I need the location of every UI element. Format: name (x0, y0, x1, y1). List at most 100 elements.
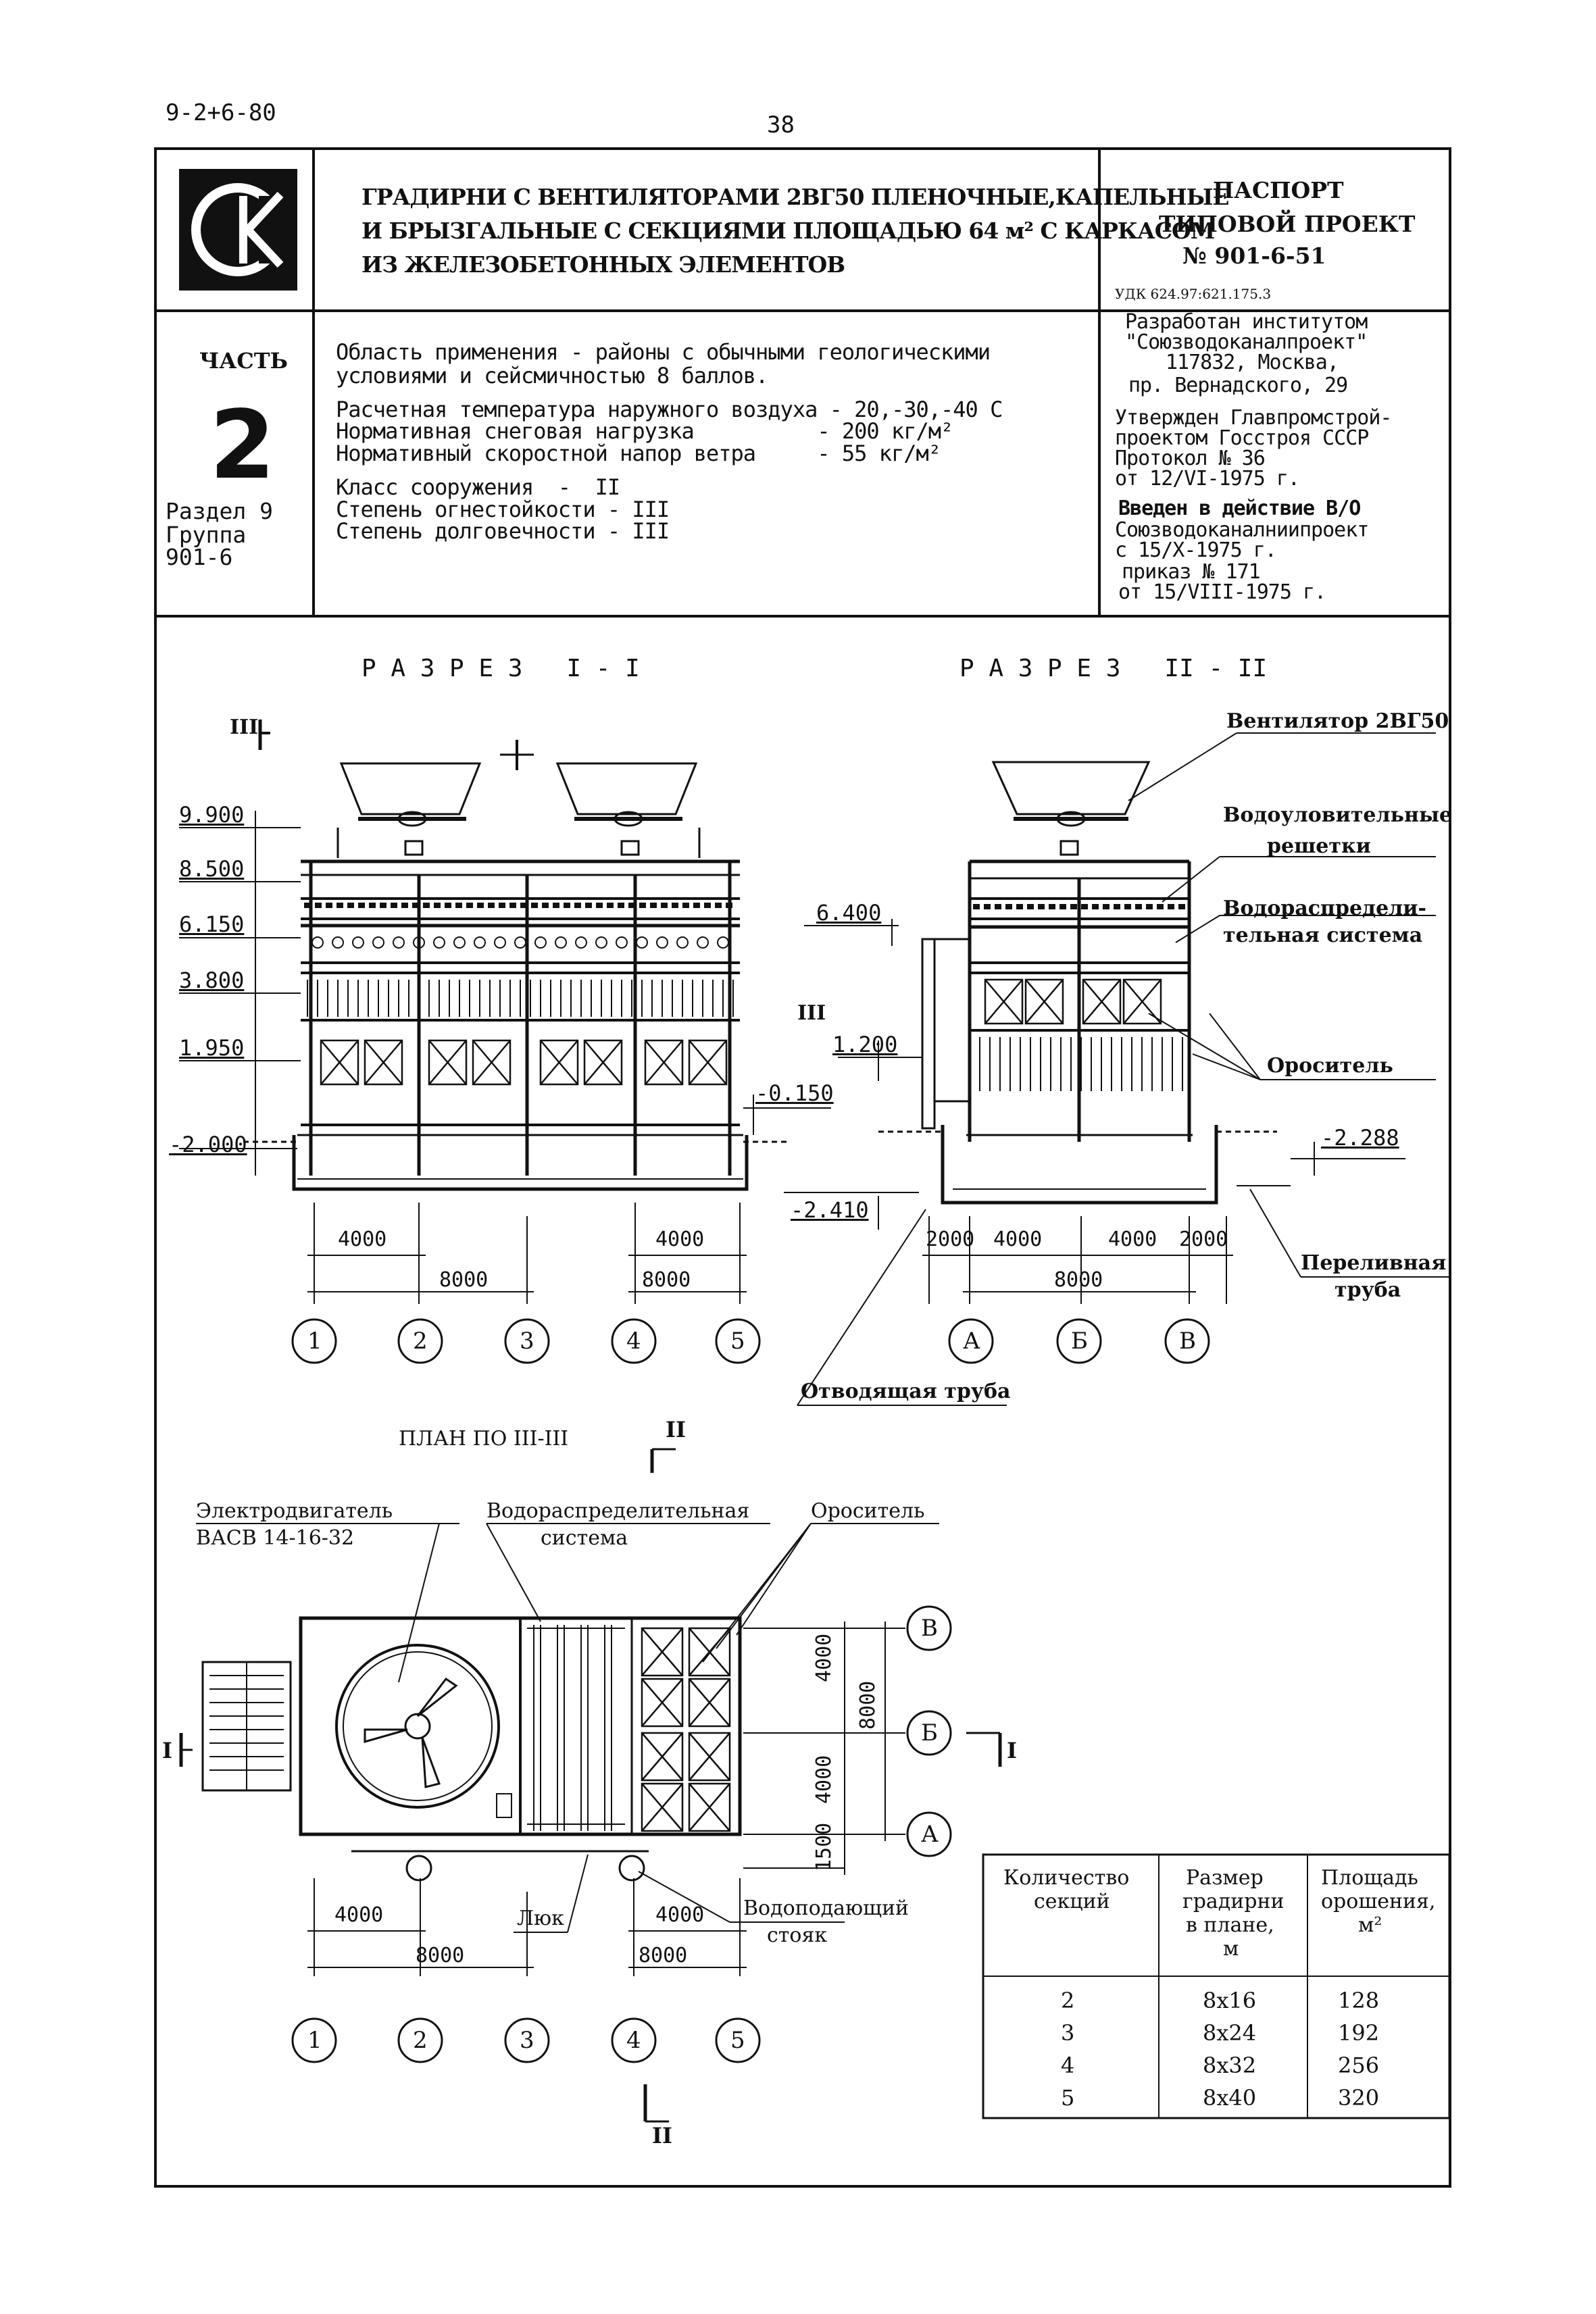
table-row-1-area: 128 (1338, 1988, 1380, 2013)
dim-2000-s2-right: 2000 (1179, 1228, 1228, 1251)
axis-5-plan: 5 (730, 2027, 745, 2054)
section-line-1: Раздел 9 (166, 498, 273, 524)
passport-number: № 901-6-51 (1182, 243, 1326, 269)
axis-5-s1: 5 (730, 1328, 745, 1355)
sections-table (982, 1853, 1451, 2119)
dim-4000-plan-right: 4000 (655, 1903, 705, 1927)
dim-8000-s2: 8000 (1054, 1268, 1103, 1292)
document-code: 9-2+6-80 (166, 99, 276, 126)
callout-drift-2: решетки (1267, 834, 1371, 858)
table-row-3-area: 256 (1338, 2053, 1380, 2078)
dim-4000-plan-vertical-bottom: 4000 (812, 1755, 836, 1804)
org-line-4: пр. Вернадского, 29 (1128, 374, 1348, 397)
dim-8000-plan-vertical: 8000 (856, 1680, 880, 1730)
callout-plan-fill: Ороситель (811, 1499, 925, 1523)
axis-b-plan: Б (921, 1719, 938, 1746)
dim-8000-s1-right: 8000 (642, 1268, 691, 1292)
table-row-1-count: 2 (1061, 1988, 1075, 2013)
title-line-2: И БРЫЗГАЛЬНЫЕ С СЕКЦИЯМИ ПЛОЩАДЬЮ 64 м² … (361, 218, 1215, 244)
title-block-divider-v1 (312, 147, 315, 616)
org-line-8: от 12/VI-1975 г. (1115, 467, 1300, 491)
dim-8000-plan-right: 8000 (639, 1944, 688, 1967)
table-row-1-size: 8х16 (1203, 1988, 1257, 2013)
sheet-frame (154, 147, 1451, 2188)
table-row-2-size: 8х24 (1203, 2020, 1257, 2046)
callout-hatch: Люк (517, 1907, 564, 1930)
table-header-size-2: градирни (1182, 1890, 1285, 1913)
axis-1-s1: 1 (307, 1328, 322, 1355)
section-line-2: Группа (166, 522, 247, 548)
cut-label-iii-top: III (230, 715, 259, 739)
level-9900: 9.900 (179, 802, 245, 828)
callout-drift-1: Водоуловительные (1223, 803, 1453, 827)
table-row-3-count: 4 (1061, 2053, 1075, 2078)
cut-label-ii-bottom: II (652, 2123, 672, 2148)
section-2-title: Р А З Р Е З II - II (959, 655, 1268, 682)
callout-fan: Вентилятор 2ВГ50 (1226, 709, 1449, 733)
level-8500: 8.500 (179, 856, 245, 882)
level-minus-0150: -0.150 (755, 1080, 834, 1106)
org-line-12: приказ № 171 (1122, 560, 1261, 584)
level-6400: 6.400 (816, 900, 882, 926)
passport-type: ТИПОВОЙ ПРОЕКТ (1159, 211, 1416, 237)
org-line-11: с 15/Х-1975 г. (1115, 538, 1277, 562)
axis-v-plan: В (921, 1615, 938, 1642)
section-2-2-drawing (784, 732, 1449, 1406)
cut-label-i-right: I (1007, 1738, 1017, 1763)
spec-line-1: Область применения - районы с обычными г… (336, 339, 991, 365)
table-header-size-3: в плане, (1186, 1913, 1274, 1937)
dim-8000-s1-left: 8000 (439, 1268, 489, 1292)
callout-overflow-1: Переливная (1301, 1251, 1447, 1275)
table-header-count-2: секций (1034, 1890, 1110, 1913)
callout-drain-pipe: Отводящая труба (801, 1380, 1011, 1403)
dim-4000-plan-left: 4000 (334, 1903, 384, 1927)
dim-1500-plan-vertical: 1500 (812, 1822, 836, 1871)
spec-line-5: Нормативный скоростной напор ветра - 55 … (336, 441, 941, 466)
level-minus-2288: -2.288 (1321, 1125, 1399, 1151)
section-1-title: Р А З Р Е З I - I (361, 655, 640, 682)
org-line-7: Протокол № 36 (1115, 447, 1266, 470)
level-1200: 1.200 (832, 1032, 898, 1057)
callout-motor-1: Электродвигатель (196, 1499, 393, 1523)
level-minus-2000: -2.000 (169, 1132, 247, 1157)
axis-3-plan: 3 (520, 2027, 534, 2054)
table-row-3-size: 8х32 (1203, 2053, 1257, 2078)
dim-4000-s1-right: 4000 (655, 1228, 705, 1251)
table-row-2-area: 192 (1338, 2020, 1380, 2046)
org-line-13: от 15/VIII-1975 г. (1118, 580, 1326, 604)
passport-title: ПАСПОРТ (1213, 177, 1344, 203)
cut-label-ii-top: II (666, 1417, 686, 1442)
org-line-10: Союзводоканалниипроект (1115, 518, 1369, 542)
table-row-4-size: 8х40 (1203, 2085, 1257, 2111)
table-header-size-4: м (1223, 1937, 1239, 1961)
level-1950: 1.950 (179, 1035, 245, 1061)
axis-4-s1: 4 (626, 1328, 641, 1355)
udk-code: УДК 624.97:621.175.3 (1115, 286, 1272, 302)
section-line-3: 901-6 (166, 544, 233, 570)
dim-8000-plan-left: 8000 (416, 1944, 465, 1967)
table-row-4-area: 320 (1338, 2085, 1380, 2111)
spec-line-8: Степень долговечности - III (336, 518, 670, 544)
spec-line-7: Степень огнестойкости - III (336, 497, 670, 522)
callout-motor-2: ВАСВ 14-16-32 (196, 1526, 355, 1550)
callout-overflow-2: труба (1335, 1278, 1401, 1302)
level-6150: 6.150 (179, 911, 245, 937)
table-row-2-count: 3 (1061, 2020, 1075, 2046)
org-line-2: "Союзводоканалпроект" (1125, 330, 1368, 354)
title-block-divider-h1 (154, 309, 1451, 312)
title-block-divider-v2 (1098, 147, 1101, 616)
callout-fill: Ороситель (1267, 1054, 1393, 1078)
title-block-divider-h2 (154, 615, 1451, 618)
table-header-count-1: Количество (1003, 1866, 1130, 1890)
table-header-size-1: Размер (1186, 1866, 1264, 1890)
table-header-area-3: м² (1358, 1913, 1382, 1937)
org-line-9: Введен в действие В/О (1118, 497, 1361, 520)
dim-4000-plan-vertical-top: 4000 (812, 1633, 836, 1682)
axis-3-s1: 3 (520, 1328, 534, 1355)
spec-line-2: условиями и сейсмичностью 8 баллов. (336, 363, 768, 388)
axis-a-plan: А (921, 1821, 939, 1848)
cut-label-iii-mid: III (797, 1001, 826, 1025)
spec-line-3: Расчетная температура наружного воздуха … (336, 397, 1003, 422)
institute-logo: СК (179, 169, 297, 291)
